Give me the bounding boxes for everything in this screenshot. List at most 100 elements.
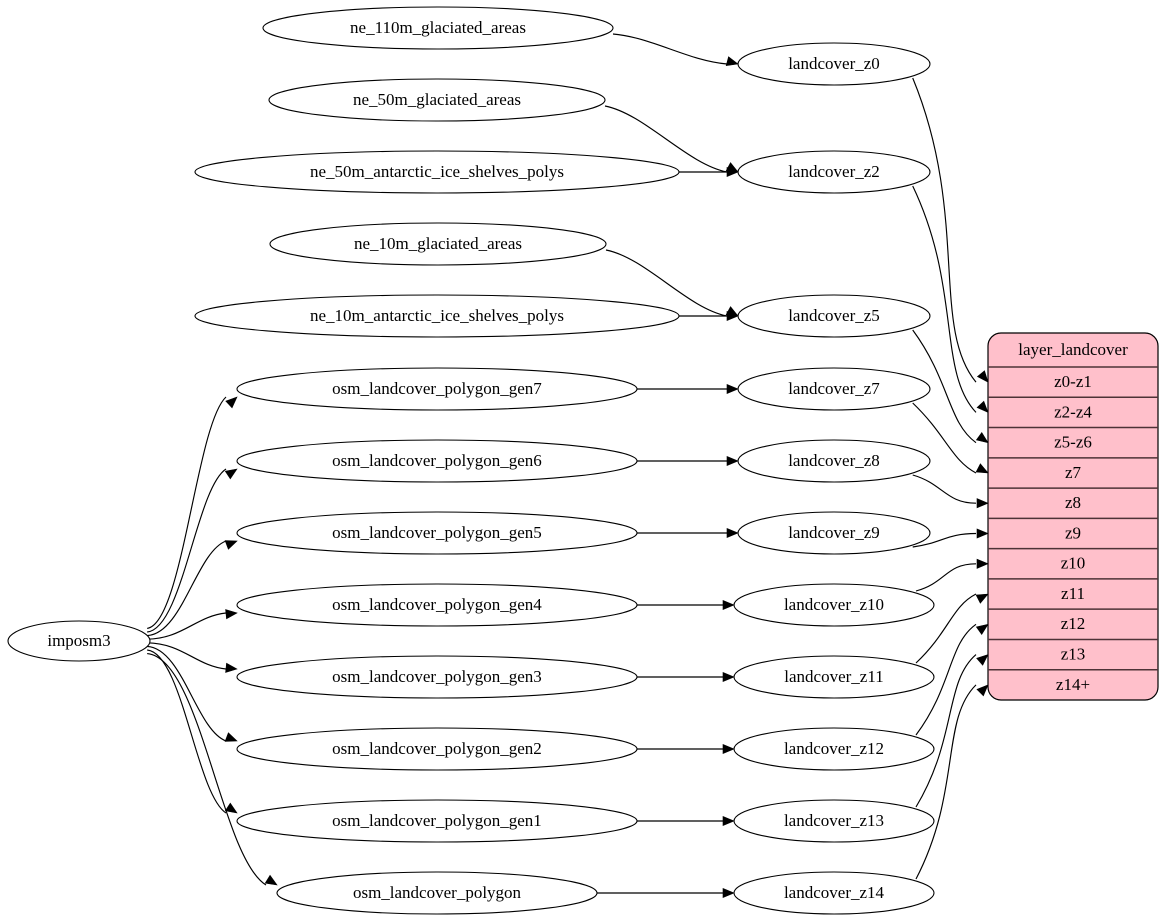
edge-imposm3-to-osm_landcover_polygon_gen4 bbox=[147, 609, 238, 640]
node-label: landcover_z10 bbox=[784, 595, 884, 614]
graph-node-osm_landcover_polygon_gen5[interactable]: osm_landcover_polygon_gen5 bbox=[236, 511, 638, 555]
edge-imposm3-to-osm_landcover_polygon_gen7 bbox=[147, 396, 238, 629]
edge-arrowhead bbox=[976, 558, 989, 569]
edge-arrowhead bbox=[722, 743, 735, 755]
edge-arrowhead bbox=[225, 609, 238, 620]
edge-osm_landcover_polygon_gen5-to-landcover_z9 bbox=[637, 527, 739, 539]
graph-node-landcover_z13[interactable]: landcover_z13 bbox=[733, 799, 935, 843]
graph-node-osm_landcover_polygon_gen4[interactable]: osm_landcover_polygon_gen4 bbox=[236, 583, 638, 627]
edge-arrowhead bbox=[975, 463, 989, 474]
node-ellipse bbox=[236, 511, 638, 555]
graph-node-landcover_z9[interactable]: landcover_z9 bbox=[737, 511, 931, 555]
graph-node-landcover_z8[interactable]: landcover_z8 bbox=[737, 439, 931, 483]
table-row-z2-z4[interactable]: z2-z4 bbox=[1054, 402, 1092, 421]
graph-node-landcover_z0[interactable]: landcover_z0 bbox=[737, 42, 931, 86]
graph-node-ne_10m_glaciated_areas[interactable]: ne_10m_glaciated_areas bbox=[269, 222, 607, 266]
edge-arrowhead bbox=[722, 599, 735, 611]
graph-node-imposm3[interactable]: imposm3 bbox=[7, 620, 151, 662]
node-ellipse bbox=[194, 150, 680, 194]
node-label: osm_landcover_polygon_gen1 bbox=[332, 811, 542, 830]
edge-arrowhead bbox=[725, 56, 739, 67]
edge-path bbox=[147, 649, 227, 814]
edge-arrowhead bbox=[976, 684, 989, 697]
graph-node-osm_landcover_polygon_gen3[interactable]: osm_landcover_polygon_gen3 bbox=[236, 655, 638, 699]
node-ellipse bbox=[236, 439, 638, 483]
edge-arrowhead bbox=[976, 498, 989, 509]
edge-path bbox=[612, 33, 728, 65]
edge-osm_landcover_polygon-to-landcover_z14 bbox=[597, 887, 735, 899]
node-ellipse bbox=[733, 655, 935, 699]
node-ellipse bbox=[236, 367, 638, 411]
table-header-label: layer_landcover bbox=[1018, 340, 1128, 359]
graph-node-landcover_z10[interactable]: landcover_z10 bbox=[733, 583, 935, 627]
edge-arrowhead bbox=[722, 887, 735, 899]
node-layer: ne_110m_glaciated_areas ne_50m_glaciated_… bbox=[7, 6, 935, 915]
graph-node-osm_landcover_polygon_gen6[interactable]: osm_landcover_polygon_gen6 bbox=[236, 439, 638, 483]
edge-arrowhead bbox=[726, 166, 739, 178]
table-row-z9[interactable]: z9 bbox=[1065, 523, 1081, 542]
graph-node-ne_50m_glaciated_areas[interactable]: ne_50m_glaciated_areas bbox=[268, 78, 606, 122]
graph-node-landcover_z11[interactable]: landcover_z11 bbox=[733, 655, 935, 699]
edge-ne50ant-to-z2 bbox=[678, 166, 739, 178]
table-row-z12[interactable]: z12 bbox=[1061, 614, 1086, 633]
node-label: landcover_z13 bbox=[784, 811, 884, 830]
edge-arrowhead bbox=[224, 468, 238, 480]
node-label: landcover_z5 bbox=[788, 306, 880, 325]
node-label: imposm3 bbox=[47, 631, 110, 650]
graph-node-osm_landcover_polygon[interactable]: osm_landcover_polygon bbox=[276, 871, 598, 915]
graph-node-ne_50m_antarctic_ice_shelves_polys[interactable]: ne_50m_antarctic_ice_shelves_polys bbox=[194, 150, 680, 194]
graph-node-landcover_z5[interactable]: landcover_z5 bbox=[737, 294, 931, 338]
table-row-z5-z6[interactable]: z5-z6 bbox=[1054, 433, 1092, 452]
edge-arrowhead bbox=[726, 383, 739, 395]
edge-imposm3-to-osm_landcover_polygon_gen3 bbox=[147, 642, 238, 673]
node-ellipse bbox=[737, 511, 931, 555]
edge-path bbox=[147, 468, 227, 633]
graph-node-landcover_z2[interactable]: landcover_z2 bbox=[737, 150, 931, 194]
node-label: ne_50m_glaciated_areas bbox=[353, 90, 521, 109]
table-row-z14+[interactable]: z14+ bbox=[1056, 675, 1090, 694]
graph-node-ne_110m_glaciated_areas[interactable]: ne_110m_glaciated_areas bbox=[262, 6, 614, 50]
graph-node-osm_landcover_polygon_gen2[interactable]: osm_landcover_polygon_gen2 bbox=[236, 727, 638, 771]
edge-landcover_z7-to-table-row-z7 bbox=[912, 402, 989, 474]
edge-arrowhead bbox=[225, 396, 238, 409]
table-row-z8[interactable]: z8 bbox=[1065, 493, 1081, 512]
edge-arrowhead bbox=[224, 802, 238, 814]
edge-imposm3-to-osm_landcover_polygon_gen5 bbox=[147, 540, 238, 637]
edge-osm_landcover_polygon_gen6-to-landcover_z8 bbox=[637, 455, 739, 467]
edge-arrowhead bbox=[224, 732, 238, 742]
node-label: landcover_z2 bbox=[788, 162, 880, 181]
edge-landcover_z2-to-table-row-z2-z4 bbox=[912, 185, 989, 413]
node-label: osm_landcover_polygon_gen4 bbox=[332, 595, 542, 614]
graph-node-osm_landcover_polygon_gen1[interactable]: osm_landcover_polygon_gen1 bbox=[236, 799, 638, 843]
graph-node-ne_10m_antarctic_ice_shelves_polys[interactable]: ne_10m_antarctic_ice_shelves_polys bbox=[194, 294, 680, 338]
table-row-z13[interactable]: z13 bbox=[1061, 644, 1086, 663]
node-label: osm_landcover_polygon bbox=[353, 883, 522, 902]
table-row-z0-z1[interactable]: z0-z1 bbox=[1054, 372, 1092, 391]
graph-node-landcover_z14[interactable]: landcover_z14 bbox=[733, 871, 935, 915]
edge-path bbox=[915, 563, 977, 592]
edge-path bbox=[147, 642, 227, 670]
edge-path bbox=[912, 329, 977, 444]
graph-node-osm_landcover_polygon_gen7[interactable]: osm_landcover_polygon_gen7 bbox=[236, 367, 638, 411]
node-ellipse bbox=[733, 583, 935, 627]
edge-path bbox=[912, 532, 977, 548]
table-row-z10[interactable]: z10 bbox=[1061, 554, 1086, 573]
edge-landcover_z12-to-table-row-z12 bbox=[915, 623, 989, 736]
edge-osm_landcover_polygon_gen4-to-landcover_z10 bbox=[637, 599, 735, 611]
node-label: landcover_z9 bbox=[788, 523, 880, 542]
node-label: ne_10m_glaciated_areas bbox=[354, 234, 522, 253]
graph-node-landcover_z7[interactable]: landcover_z7 bbox=[737, 367, 931, 411]
graph-node-landcover_z12[interactable]: landcover_z12 bbox=[733, 727, 935, 771]
edge-landcover_z13-to-table-row-z13 bbox=[915, 654, 989, 808]
edge-path bbox=[147, 540, 227, 637]
node-label: osm_landcover_polygon_gen5 bbox=[332, 523, 542, 542]
edge-landcover_z8-to-table-row-z8 bbox=[912, 474, 989, 509]
node-ellipse bbox=[737, 367, 931, 411]
table-layer_landcover[interactable]: layer_landcover z0-z1 z2-z4 z5-z6 z7 z8 z9 z10 z… bbox=[987, 332, 1159, 701]
edge-landcover_z0-to-table-row-z0-z1 bbox=[912, 77, 989, 383]
table-row-z11[interactable]: z11 bbox=[1061, 584, 1085, 603]
edge-arrowhead bbox=[225, 662, 238, 673]
edge-arrowhead bbox=[975, 593, 989, 604]
table-row-z7[interactable]: z7 bbox=[1065, 463, 1082, 482]
node-ellipse bbox=[7, 620, 151, 662]
